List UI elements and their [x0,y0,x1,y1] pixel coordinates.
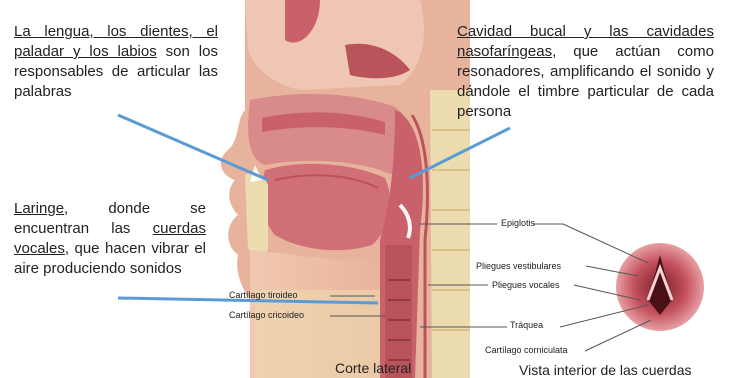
paragraph-articulators: La lengua, los dientes, el paladar y los… [14,22,218,102]
caption-corte-lateral: Corte lateral [335,360,411,376]
label-pliegues-vestibulares: Pliegues vestibulares [476,261,561,272]
label-cartilago-corniculata: Cartílago corniculata [485,345,568,356]
head-cross-section [221,0,470,378]
label-cartilago-tiroideo: Cartílago tiroideo [229,290,298,301]
p3-underline-1: Laringe [14,200,64,217]
larynx-interior-view [616,243,704,331]
label-epiglotis: Epiglotis [501,218,535,229]
p2-underline-1: Cavidad bucal y las cavidades [457,23,714,40]
paragraph-larynx: Laringe, donde se encuentran las cuerdas… [14,199,206,279]
p1-underline-2: paladar y los labios [14,43,157,60]
p1-underline-1: La lengua, los dientes, el [14,23,218,40]
caption-vista-interior: Vista interior de las cuerdas [519,362,692,378]
paragraph-cavities: Cavidad bucal y las cavidades nasofaríng… [457,22,714,122]
label-pliegues-vocales: Pliegues vocales [492,280,560,291]
label-cartilago-cricoideo: Cartílago cricoideo [229,310,304,321]
p2-underline-2: nasofaríngeas [457,43,552,60]
label-traquea: Tráquea [510,320,543,331]
